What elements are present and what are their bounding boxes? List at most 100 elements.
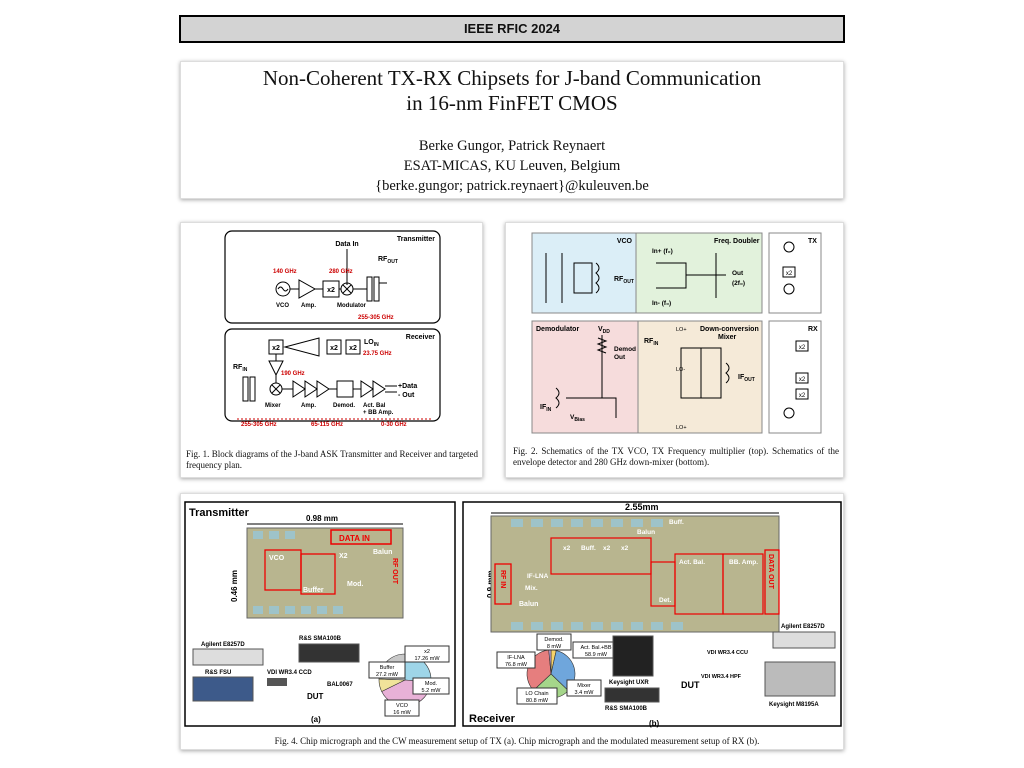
svg-text:x2: x2 <box>799 345 806 351</box>
fig1-block-diagram: Transmitter Data In 140 GHz 280 GHz x2 R… <box>224 230 441 428</box>
svg-text:3.4 mW: 3.4 mW <box>575 690 595 696</box>
svg-text:Amp.: Amp. <box>301 303 316 309</box>
fig2-caption: Fig. 2. Schematics of the TX VCO, TX Fre… <box>513 446 839 467</box>
svg-text:Mod.: Mod. <box>347 581 363 588</box>
agilent-instrument <box>192 648 264 666</box>
svg-text:VDI WR3.4 CCD: VDI WR3.4 CCD <box>267 670 312 676</box>
svg-text:17.26 mW: 17.26 mW <box>414 656 440 662</box>
svg-text:DATA OUT: DATA OUT <box>767 554 774 590</box>
doubler-schematic <box>656 253 726 298</box>
svg-text:+ BB Amp.: + BB Amp. <box>363 410 394 416</box>
svg-text:VDI WR3.4 CCU: VDI WR3.4 CCU <box>707 650 748 656</box>
keysight-uxr-instrument <box>612 635 654 677</box>
tx-setup-label: Transmitter <box>189 507 250 519</box>
tx-f-mod: 280 GHz <box>329 269 353 275</box>
svg-text:8 mW: 8 mW <box>547 644 562 650</box>
svg-text:2.55mm: 2.55mm <box>625 502 659 512</box>
title-line-2: in 16-nm FinFET CMOS <box>406 91 618 115</box>
svg-text:x2: x2 <box>799 377 806 383</box>
svg-text:Balun: Balun <box>373 549 392 556</box>
vco-sine-icon <box>277 286 289 292</box>
svg-text:0.46 mm: 0.46 mm <box>230 570 239 602</box>
conference-label: IEEE RFIC 2024 <box>463 21 561 36</box>
svg-text:x2: x2 <box>330 345 338 352</box>
svg-text:x2: x2 <box>327 287 335 294</box>
svg-text:LO+: LO+ <box>676 425 687 431</box>
demod-region <box>531 320 639 434</box>
svg-text:TX: TX <box>808 238 817 245</box>
svg-text:VCO: VCO <box>269 555 285 562</box>
tx-f-vco: 140 GHz <box>273 269 297 275</box>
svg-text:Freq. Doubler: Freq. Doubler <box>714 238 760 245</box>
svg-text:R&S SMA100B: R&S SMA100B <box>605 706 648 712</box>
svg-text:Mixer: Mixer <box>265 403 281 409</box>
tx-vco-icon <box>783 241 795 253</box>
svg-text:+Data: +Data <box>398 383 417 390</box>
svg-text:Demod: Demod <box>614 346 636 353</box>
svg-text:IF-LNA: IF-LNA <box>527 573 549 580</box>
svg-text:RFIN: RFIN <box>644 338 659 347</box>
vco-schematic <box>545 253 600 303</box>
svg-text:VDD: VDD <box>598 326 610 335</box>
svg-text:VCO: VCO <box>396 703 409 709</box>
svg-text:Buffer: Buffer <box>380 665 395 671</box>
svg-text:Keysight UXR: Keysight UXR <box>609 680 649 686</box>
conference-bar: IEEE RFIC 2024 <box>179 15 845 43</box>
fig1-caption: Fig. 1. Block diagrams of the J-band ASK… <box>186 449 478 470</box>
svg-text:BB. Amp.: BB. Amp. <box>729 559 758 566</box>
keysight-m8195a-instrument <box>764 661 836 697</box>
tx-amp-triangle <box>298 279 317 299</box>
svg-text:Agilent E8257D: Agilent E8257D <box>781 624 825 630</box>
svg-text:(b): (b) <box>649 719 660 728</box>
svg-text:Out: Out <box>732 270 744 277</box>
svg-text:Out: Out <box>614 354 626 361</box>
svg-text:Keysight M8195A: Keysight M8195A <box>769 702 819 708</box>
email: {berke.gungor; patrick.reynaert}@kuleuve… <box>375 178 649 194</box>
svg-text:Down-conversion: Down-conversion <box>700 326 759 333</box>
svg-text:Demod.: Demod. <box>333 403 355 409</box>
tx-micrograph <box>246 527 404 619</box>
rx-rs-sma-instrument <box>604 687 660 703</box>
rx-setup-label: Receiver <box>469 713 516 725</box>
svg-text:5.2 mW: 5.2 mW <box>422 688 442 694</box>
tx-balun <box>366 276 373 302</box>
svg-text:65-115 GHz: 65-115 GHz <box>311 422 343 428</box>
svg-text:LO Chain: LO Chain <box>525 691 548 697</box>
affiliation: ESAT-MICAS, KU Leuven, Belgium <box>403 158 621 174</box>
tx-band: 255-305 GHz <box>358 315 394 321</box>
author-block: Berke Gungor, Patrick Reynaert ESAT-MICA… <box>181 136 843 196</box>
svg-text:Demod.: Demod. <box>544 637 564 643</box>
svg-text:Buff.: Buff. <box>669 519 684 526</box>
svg-text:RFOUT: RFOUT <box>614 276 634 285</box>
svg-text:R&S FSU: R&S FSU <box>205 670 231 676</box>
paper-title: Non-Coherent TX-RX Chipsets for J-band C… <box>181 66 843 116</box>
svg-text:58.9 mW: 58.9 mW <box>585 652 608 658</box>
svg-text:Mixer: Mixer <box>718 334 737 341</box>
rx-demod-box <box>336 380 354 398</box>
svg-text:VCO: VCO <box>617 238 633 245</box>
svg-text:VDI WR3.4 HPF: VDI WR3.4 HPF <box>701 674 742 680</box>
svg-text:VBias: VBias <box>570 414 585 423</box>
svg-text:RF OUT: RF OUT <box>391 558 398 585</box>
tx-label: Transmitter <box>397 236 435 243</box>
figure-2-panel: VCO Freq. Doubler TX RFOUT In+ (f₀) In- … <box>505 222 844 478</box>
svg-text:0.98 mm: 0.98 mm <box>306 514 338 523</box>
svg-text:(a): (a) <box>311 715 321 724</box>
svg-text:IFIN: IFIN <box>540 404 552 413</box>
svg-text:R&S SMA100B: R&S SMA100B <box>299 636 342 642</box>
svg-text:x2: x2 <box>349 345 357 352</box>
svg-text:RF IN: RF IN <box>499 570 506 588</box>
svg-text:Act. Bal: Act. Bal <box>363 403 386 409</box>
rx-pie-legend: Demod. 8 mW IF-LNA 76.8 mW Act. Bal.+BB … <box>496 633 620 705</box>
svg-text:Modulator: Modulator <box>337 303 367 309</box>
svg-text:27.2 mW: 27.2 mW <box>376 672 399 678</box>
fig4-micrographs: Transmitter 0.98 mm 0.46 mm DATA IN VCO … <box>184 501 842 728</box>
svg-text:X2: X2 <box>339 553 348 560</box>
rx-region <box>768 320 822 434</box>
figure-4-panel: Transmitter 0.98 mm 0.46 mm DATA IN VCO … <box>180 493 844 750</box>
svg-text:23.75 GHz: 23.75 GHz <box>363 351 392 357</box>
vco-region <box>531 232 637 314</box>
title-line-1: Non-Coherent TX-RX Chipsets for J-band C… <box>262 66 762 90</box>
svg-text:Balun: Balun <box>637 529 655 536</box>
svg-text:Amp.: Amp. <box>301 403 316 409</box>
